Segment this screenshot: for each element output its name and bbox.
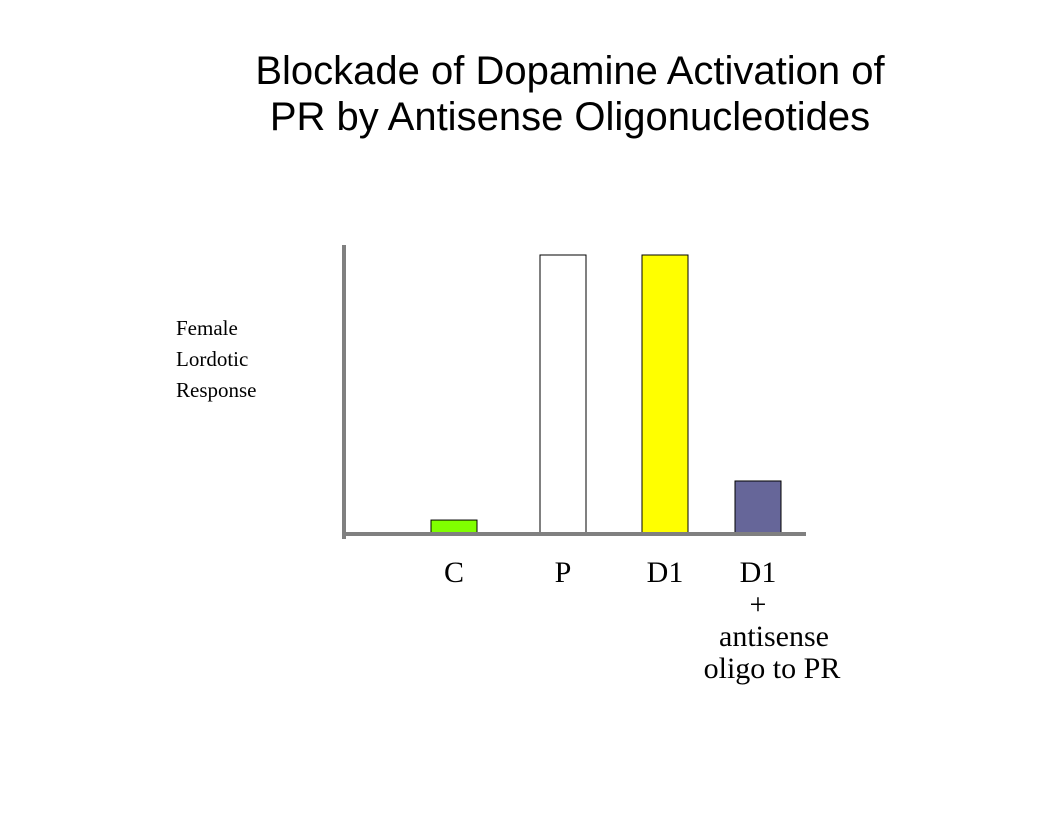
- chart-title: Blockade of Dopamine Activation of PR by…: [100, 48, 1040, 140]
- bar-2: [641, 254, 689, 535]
- y-axis-label-line-2: Lordotic: [176, 347, 249, 371]
- x-tick-label-3-2: antisense: [719, 620, 829, 653]
- x-tick-label-1-0: P: [555, 556, 572, 589]
- chart-title-line-2: PR by Antisense Oligonucleotides: [269, 95, 871, 139]
- y-axis-label-line-1: Female: [176, 316, 238, 340]
- x-tick-label-3-0: D1: [740, 556, 777, 589]
- y-axis-label: Female Lordotic Response: [176, 313, 257, 406]
- y-axis-label-line-3: Response: [176, 378, 257, 402]
- x-tick-label-3-3: oligo to PR: [704, 652, 841, 685]
- bars-group: [430, 254, 782, 535]
- x-tick-label-2-0: D1: [647, 556, 684, 589]
- bar-1: [539, 254, 587, 535]
- x-tick-label-0-0: C: [444, 556, 464, 589]
- bar-0: [430, 519, 478, 535]
- chart-title-line-1: Blockade of Dopamine Activation of: [255, 49, 885, 93]
- bar-3: [734, 480, 782, 535]
- x-tick-label-3-1: +: [750, 588, 767, 621]
